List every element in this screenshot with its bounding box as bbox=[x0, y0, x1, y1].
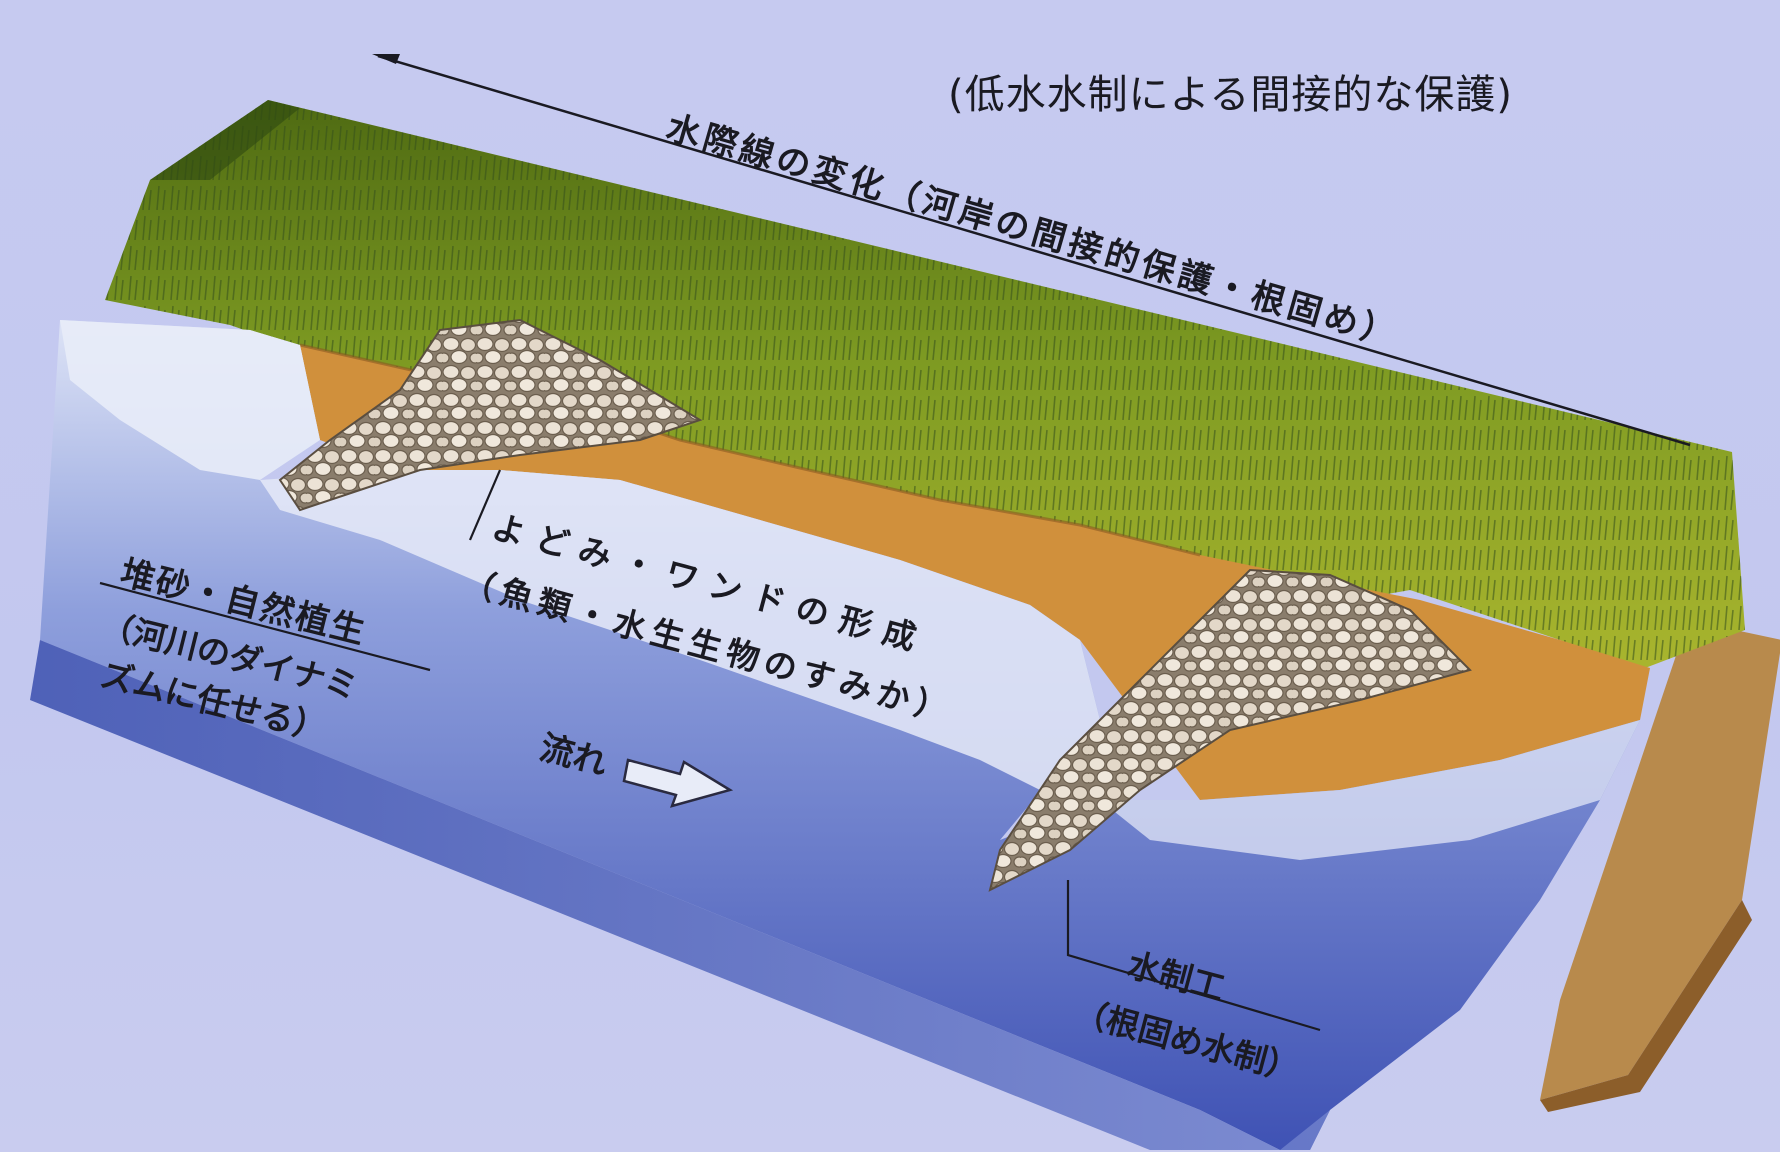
groyne-right bbox=[988, 568, 1472, 892]
leader-lines bbox=[99, 469, 1321, 1032]
flow-arrow bbox=[622, 758, 734, 808]
groyne-left bbox=[278, 318, 703, 512]
diagram-title: (低水水制による間接的な保護) bbox=[948, 72, 1514, 118]
river-water bbox=[30, 320, 1640, 1150]
cut-section-right bbox=[1540, 620, 1780, 1112]
shoreline-arrow bbox=[372, 54, 1691, 447]
grass-bank bbox=[105, 100, 1745, 670]
